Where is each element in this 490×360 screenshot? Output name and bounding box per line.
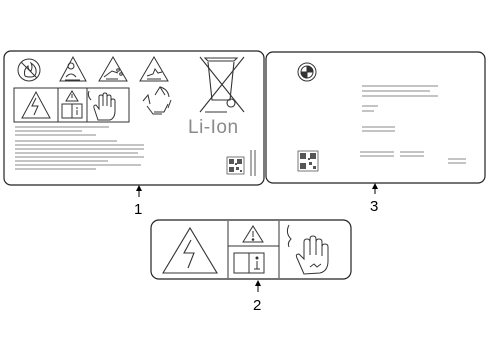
qr-code-icon: [297, 150, 319, 172]
label-3-outline: [265, 51, 486, 184]
explosion-hazard-icon: [139, 56, 169, 82]
label-1-outline: [3, 50, 265, 186]
high-voltage-icon: [162, 226, 218, 274]
label-3-text-lines: [360, 85, 466, 164]
callout-2-label: 2: [253, 297, 261, 314]
callout-1: 1: [134, 185, 142, 218]
acid-splash-icon: [98, 56, 128, 82]
qr-code-icon: [226, 156, 245, 175]
warning-manual-icon: [61, 90, 83, 119]
label-1-text-lines: [15, 126, 144, 170]
brand-logo-icon: [297, 62, 317, 82]
eye-protection-icon: [59, 55, 87, 82]
warning-block: [13, 87, 130, 123]
label-1: Li-Ion: [3, 50, 265, 186]
no-fire-icon: [17, 58, 41, 82]
battery-type-text: Li-Ion: [188, 117, 239, 138]
manual-info-icon: [233, 252, 265, 274]
callout-3-label: 3: [370, 198, 378, 215]
callout-1-label: 1: [134, 201, 142, 218]
label-2-dividers: [227, 221, 280, 278]
recycle-icon: [142, 86, 172, 115]
high-voltage-icon: [21, 90, 51, 119]
crossed-bin-icon: [199, 56, 245, 113]
label-1-marks: [250, 150, 256, 176]
warning-triangle-icon: [242, 225, 264, 243]
glove-icon: [286, 224, 329, 275]
callout-2: 2: [253, 280, 261, 314]
label-3: [265, 51, 486, 184]
label-2-outline: [150, 219, 352, 280]
glove-icon: [87, 90, 116, 121]
label-2: [150, 219, 352, 280]
callout-3: 3: [370, 183, 378, 215]
